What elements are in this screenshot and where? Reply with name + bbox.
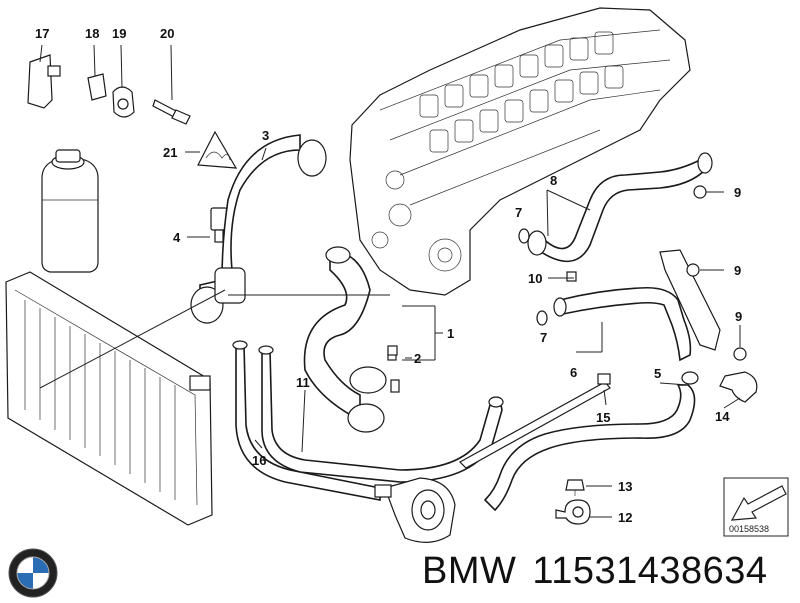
callout-16: 16	[252, 453, 266, 468]
callout-labels: 17 18 19 20 21 3 4 1 2 8 7 9 10 9 9 7 6 …	[35, 26, 742, 525]
callout-14: 14	[715, 409, 730, 424]
clamp-12	[555, 499, 591, 525]
clip-18	[87, 73, 107, 101]
callout-20: 20	[160, 26, 174, 41]
pipe-11	[258, 345, 504, 483]
hose-8	[527, 152, 713, 263]
brand-name: BMW	[422, 550, 517, 592]
hose-6	[553, 249, 721, 362]
o-ring-7-a	[518, 228, 530, 244]
hose-3	[190, 134, 327, 324]
bracket-17	[27, 54, 61, 109]
part-number-footer: BMW 11531438634	[422, 550, 768, 593]
bracket-14	[719, 371, 758, 403]
expansion-tank	[41, 149, 99, 273]
callout-17: 17	[35, 26, 49, 41]
bolt-20	[152, 99, 191, 125]
callout-13: 13	[618, 479, 632, 494]
callout-9-a: 9	[734, 185, 741, 200]
bmw-roundel-icon	[8, 548, 58, 598]
callout-3: 3	[262, 128, 269, 143]
bolt-9-c	[733, 347, 747, 361]
callout-5: 5	[654, 366, 661, 381]
warning-label-21	[197, 130, 238, 169]
screw-13	[565, 479, 585, 496]
reference-arrow-icon	[730, 485, 787, 521]
bolt-2	[387, 345, 398, 356]
callout-10: 10	[528, 271, 542, 286]
bmw-logo	[8, 548, 58, 598]
cable-tie-15	[459, 373, 611, 469]
water-pump	[374, 477, 456, 543]
callout-15: 15	[596, 410, 610, 425]
reference-box: 00158538	[723, 477, 789, 537]
callout-19: 19	[112, 26, 126, 41]
callout-7-a: 7	[515, 205, 522, 220]
callout-21: 21	[163, 145, 177, 160]
callout-9-c: 9	[735, 309, 742, 324]
callout-6: 6	[570, 365, 577, 380]
hose-5	[483, 371, 699, 512]
bolt-9-a	[693, 185, 707, 199]
callout-18: 18	[85, 26, 99, 41]
bolt-9-b	[686, 263, 700, 277]
callout-4: 4	[173, 230, 181, 245]
callout-9-b: 9	[734, 263, 741, 278]
callout-1: 1	[447, 326, 454, 341]
leader-lines	[39, 44, 741, 518]
o-ring-7-b	[536, 310, 548, 326]
cylinder-head	[349, 7, 691, 296]
radiator	[5, 271, 213, 526]
callout-11: 11	[296, 375, 310, 390]
nut-10	[566, 271, 577, 282]
callout-7-b: 7	[540, 330, 547, 345]
callout-2: 2	[414, 351, 421, 366]
callout-12: 12	[618, 510, 632, 525]
reference-code: 00158538	[729, 524, 769, 534]
part-number: 11531438634	[532, 550, 768, 592]
hose-1	[303, 246, 400, 433]
callout-8: 8	[550, 173, 557, 188]
clamp-19	[112, 86, 135, 118]
